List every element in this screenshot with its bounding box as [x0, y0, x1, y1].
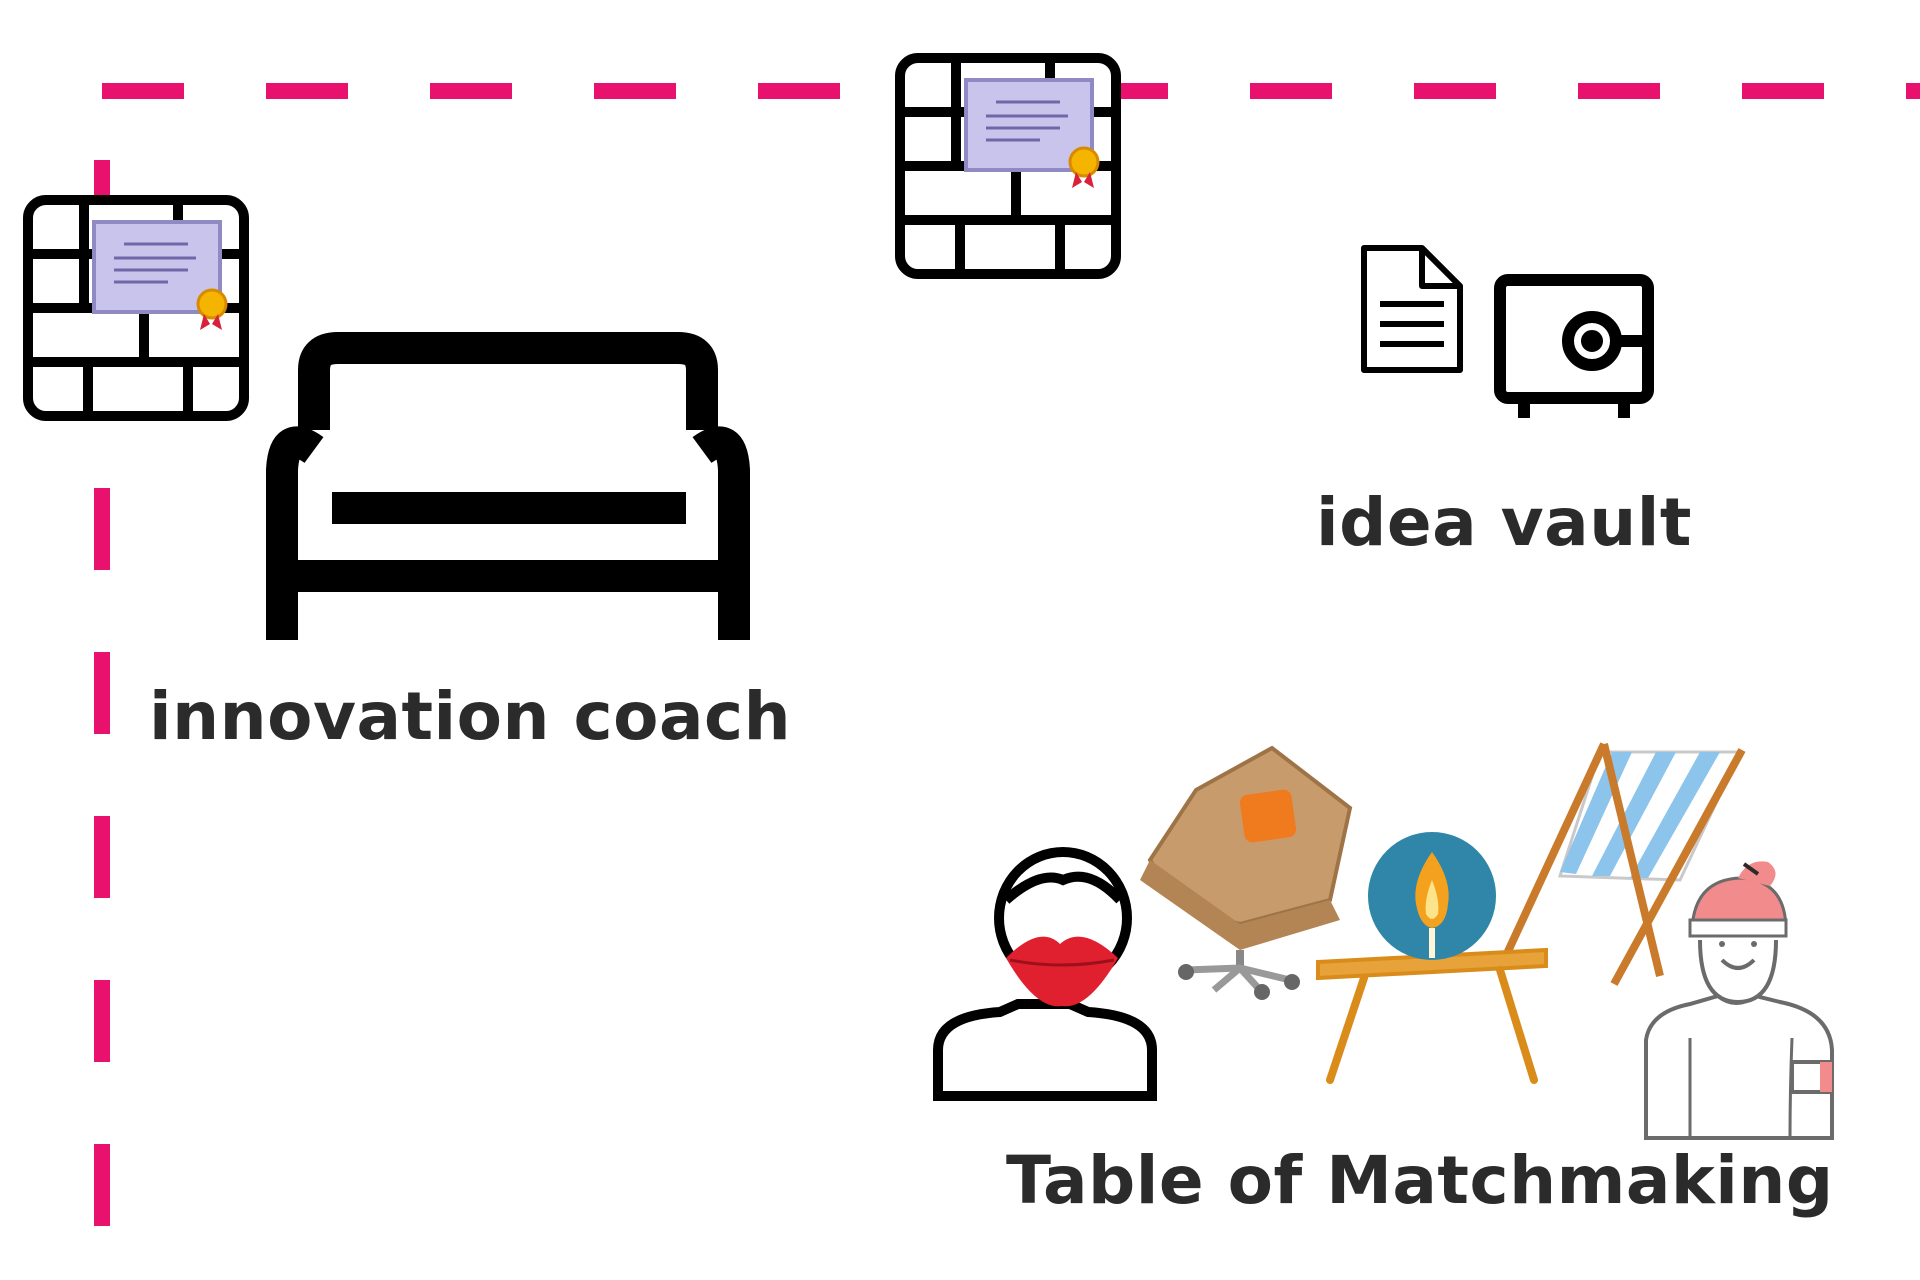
idea-vault-label: idea vault: [1316, 484, 1692, 561]
safe-icon: [1494, 274, 1654, 418]
certificate-wall-icon: [23, 195, 249, 421]
office-chair-icon: [1140, 745, 1353, 1000]
person-cap-icon: [1644, 861, 1834, 1140]
sofa-icon: [266, 332, 750, 640]
deck-chair-icon: [1500, 742, 1746, 986]
table-icon: [1316, 947, 1548, 1084]
candle-icon: [1368, 832, 1496, 960]
table-of-matchmaking-label: Table of Matchmaking: [1006, 1142, 1834, 1219]
person-lips-icon: [933, 847, 1157, 1101]
certificate-wall-icon: [895, 53, 1121, 279]
innovation-coach-label: innovation coach: [149, 678, 792, 755]
document-icon: [1361, 245, 1463, 373]
